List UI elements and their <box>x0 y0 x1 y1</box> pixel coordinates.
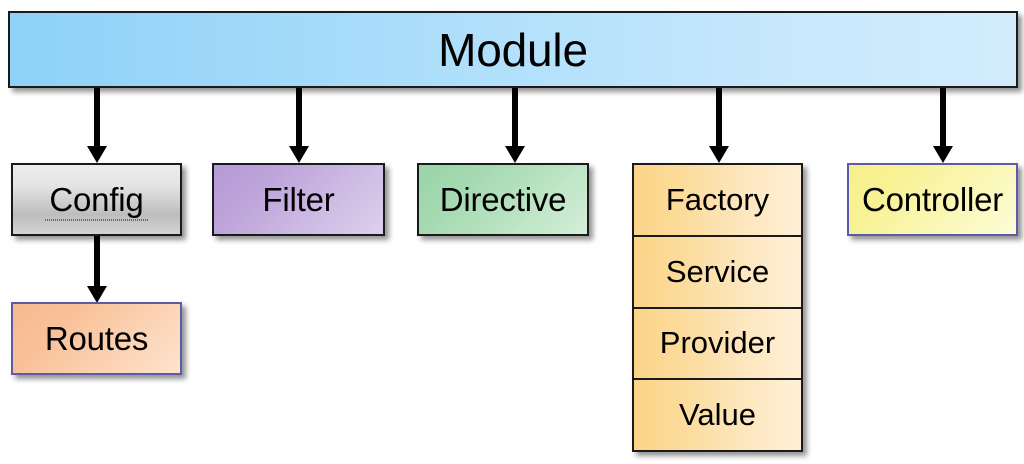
node-routes[interactable]: Routes <box>11 302 182 375</box>
arrowhead-icon <box>933 146 953 163</box>
connector-shaft <box>940 88 946 146</box>
arrowhead-icon <box>87 146 107 163</box>
node-module-label: Module <box>438 23 588 76</box>
stack-item-label: Value <box>679 397 756 433</box>
node-routes-label: Routes <box>44 320 149 357</box>
stack-item-label: Service <box>665 253 770 289</box>
arrowhead-icon <box>709 146 729 163</box>
node-controller-label: Controller <box>861 181 1004 218</box>
stack-item-label: Provider <box>659 325 776 361</box>
stack-item-factory[interactable]: Factory <box>634 165 801 237</box>
arrowhead-icon <box>505 146 525 163</box>
node-module[interactable]: Module <box>8 11 1018 88</box>
connector-shaft <box>512 88 518 146</box>
node-provider-stack[interactable]: Factory Service Provider Value <box>632 163 803 452</box>
node-config-label: Config <box>45 181 148 221</box>
stack-item-value[interactable]: Value <box>634 380 801 450</box>
arrowhead-icon <box>87 286 107 303</box>
stack-item-label: Factory <box>665 181 770 217</box>
node-filter[interactable]: Filter <box>212 163 385 236</box>
connector-shaft <box>94 88 100 146</box>
stack-item-service[interactable]: Service <box>634 236 801 309</box>
node-directive[interactable]: Directive <box>417 163 589 236</box>
connector-shaft <box>716 88 722 146</box>
arrowhead-icon <box>289 146 309 163</box>
connector-shaft <box>296 88 302 146</box>
connector-shaft <box>94 236 100 286</box>
node-config[interactable]: Config <box>11 163 182 236</box>
node-directive-label: Directive <box>439 181 567 218</box>
node-filter-label: Filter <box>262 181 335 218</box>
node-controller[interactable]: Controller <box>847 163 1018 236</box>
stack-item-provider[interactable]: Provider <box>634 308 801 381</box>
